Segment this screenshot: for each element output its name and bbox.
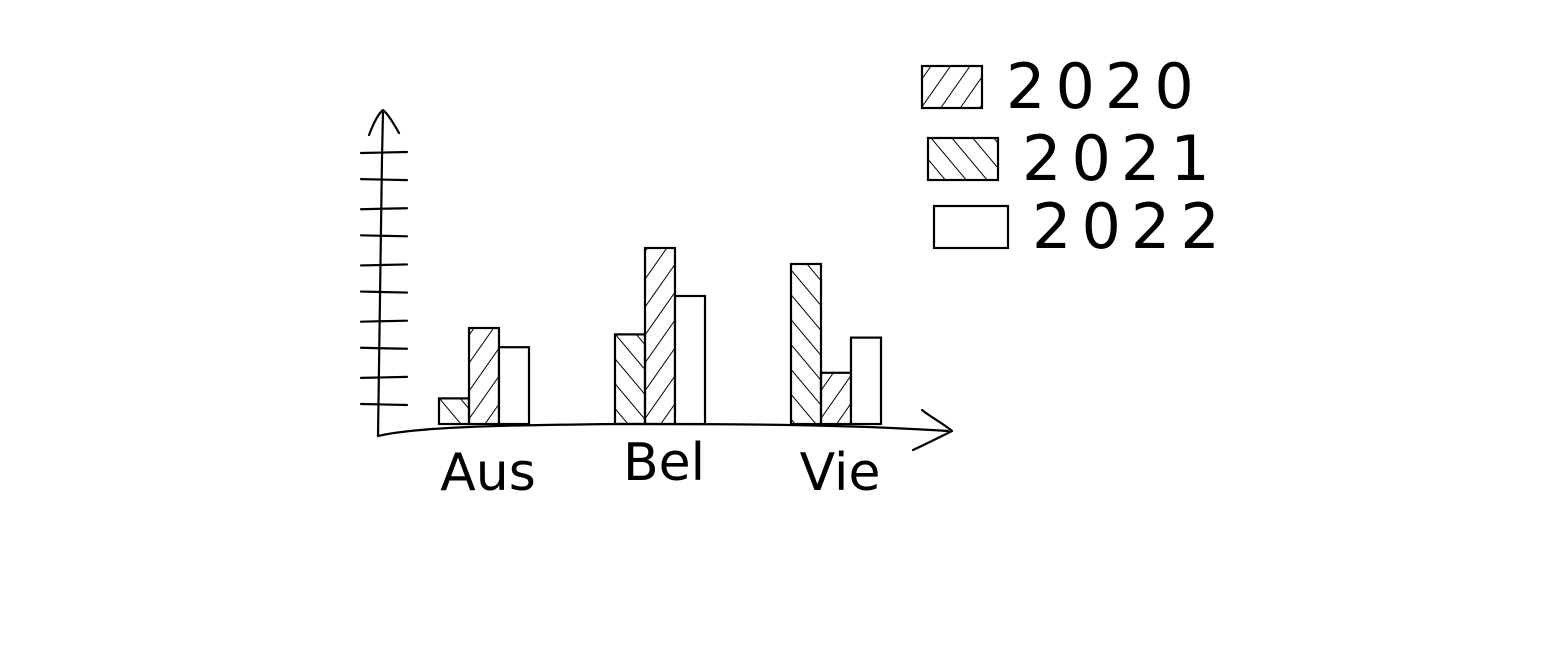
bar-aus-2020: [467, 326, 501, 426]
y-tick-mark-5: [359, 290, 409, 294]
bar-vie-2021: [789, 262, 823, 426]
y-tick-mark-3: [359, 346, 409, 350]
bar-aus-2021: [437, 397, 471, 426]
bar-bel-2022: [673, 294, 707, 426]
legend-swatch-2020: [920, 64, 984, 110]
y-tick-mark-7: [359, 234, 409, 238]
y-tick-mark-10: [359, 150, 409, 155]
x-tick-label-bel: Bel: [623, 433, 705, 493]
y-tick-mark-4: [359, 319, 409, 323]
legend-label-2021: 2021: [1022, 122, 1220, 195]
legend-label-2022: 2022: [1032, 190, 1230, 263]
x-tick-label-vie: Vie: [800, 443, 881, 503]
x-tick-label-aus: Aus: [440, 443, 536, 503]
legend-label-2020: 2020: [1006, 50, 1204, 123]
bars: [437, 246, 883, 426]
y-ticks: [359, 150, 409, 407]
x-axis-arrow-icon: [911, 408, 954, 452]
y-tick-mark-1: [359, 402, 409, 407]
legend-swatch-2021: [926, 136, 1000, 182]
y-tick-mark-2: [359, 375, 409, 379]
bar-vie-2022: [849, 336, 883, 426]
legend-swatch-2022: [932, 204, 1010, 250]
y-axis-line: [376, 110, 385, 438]
y-tick-mark-9: [359, 178, 409, 182]
bar-aus-2022: [497, 346, 531, 426]
y-tick-mark-6: [359, 263, 409, 267]
x-tick-labels: Aus Bel Vie: [440, 433, 880, 503]
y-axis-arrow-icon: [367, 108, 401, 137]
bar-bel-2020: [643, 246, 677, 426]
y-tick-mark-8: [359, 207, 409, 211]
bar-vie-2020: [819, 371, 853, 426]
bar-bel-2021: [613, 333, 647, 426]
